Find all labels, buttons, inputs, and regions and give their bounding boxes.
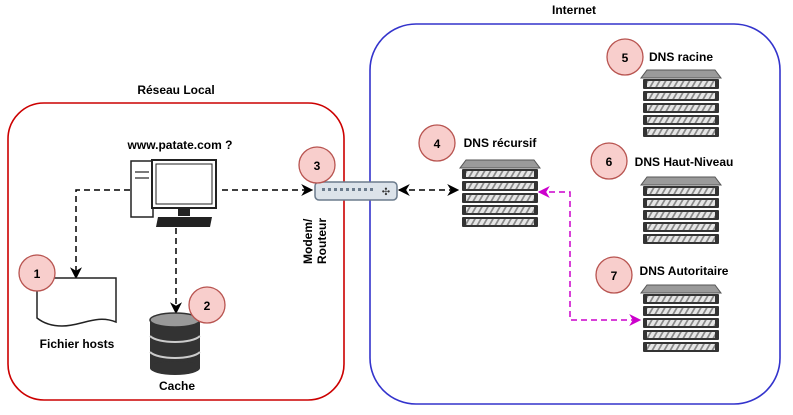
svg-text:2: 2 (204, 299, 211, 313)
step-badge-2: 2 (188, 286, 226, 324)
document-icon (36, 277, 117, 327)
step-badge-5: 5 (606, 38, 644, 76)
dns-root-label: DNS racine (649, 50, 713, 64)
step-badge-7: 7 (595, 256, 633, 294)
group-internet: Internet (369, 3, 781, 405)
server-icon (640, 176, 722, 245)
step-badge-6: 6 (590, 142, 628, 180)
connections (70, 184, 642, 326)
svg-text:✣: ✣ (382, 187, 390, 198)
local-network-border (7, 102, 345, 401)
database-icon (149, 312, 201, 375)
router-icon: ✣ (314, 181, 398, 201)
server-icon (640, 284, 722, 353)
svg-text:7: 7 (611, 269, 618, 283)
step-badge-3: 3 (298, 146, 336, 184)
group-local-title: Réseau Local (137, 83, 214, 97)
query-label: www.patate.com ? (127, 138, 233, 152)
internet-border (369, 23, 781, 405)
dns-auth-label: DNS Autoritaire (640, 264, 729, 278)
step-badge-4: 4 (418, 124, 456, 162)
desktop-computer-icon (130, 159, 217, 227)
group-internet-title: Internet (552, 3, 596, 17)
dns-recursive-label: DNS récursif (464, 136, 538, 150)
pc-hosts-link (70, 189, 130, 280)
svg-text:3: 3 (314, 159, 321, 173)
server-icon (459, 159, 541, 228)
recursive-authoritative-link (537, 186, 642, 326)
hosts-label: Fichier hosts (40, 337, 115, 351)
svg-text:4: 4 (434, 137, 441, 151)
server-icon (640, 69, 722, 138)
dns-tld-label: DNS Haut-Niveau (635, 155, 734, 169)
svg-text:6: 6 (606, 155, 613, 169)
step-badge-1: 1 (18, 254, 56, 292)
svg-text:1: 1 (34, 267, 41, 281)
router-label-line1: Modem/ (301, 218, 315, 264)
svg-text:5: 5 (622, 51, 629, 65)
group-local-network: Réseau Local (7, 83, 345, 401)
cache-label: Cache (159, 379, 195, 393)
router-label-line2: Routeur (315, 218, 329, 264)
